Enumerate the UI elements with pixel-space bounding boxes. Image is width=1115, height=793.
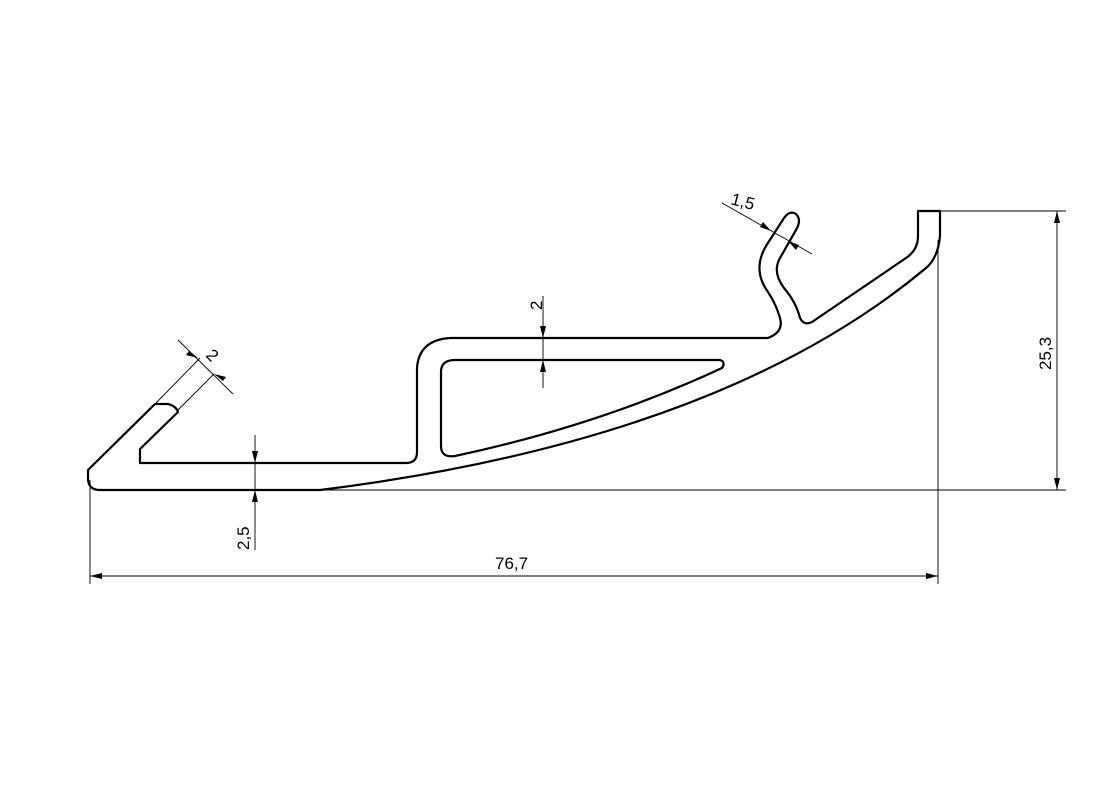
slant-arm-label: 2	[202, 345, 222, 365]
top-wall-label: 2	[527, 301, 546, 310]
profile-outline	[86, 209, 942, 492]
dimension-base-thickness: 2,5	[234, 435, 258, 550]
dimension-width: 76,7	[89, 240, 939, 584]
height-label: 25,3	[1036, 337, 1055, 370]
inner-cavity	[439, 358, 725, 458]
hook-thickness-label: 1,5	[729, 190, 757, 214]
dimension-hook: 1,5	[721, 190, 813, 255]
dimension-slant-arm: 2	[155, 339, 234, 412]
dimension-top-wall: 2	[527, 296, 546, 388]
width-label: 76,7	[495, 554, 528, 573]
base-thickness-label: 2,5	[234, 526, 253, 550]
dimension-height: 25,3	[320, 210, 1066, 491]
